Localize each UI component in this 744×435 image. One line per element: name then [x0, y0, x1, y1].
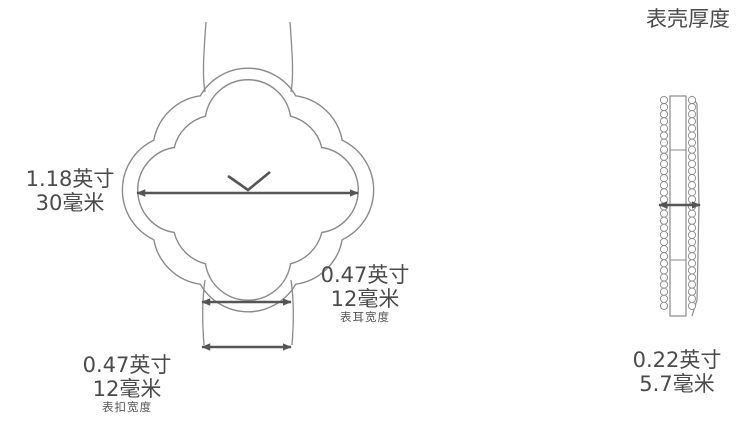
case-width-mm: 30毫米 [35, 190, 105, 215]
side-stone-right [687, 103, 697, 112]
side-stone-right [687, 152, 697, 161]
side-stone-left [659, 252, 669, 261]
side-stone-left [659, 95, 669, 105]
strap-top-right-edge [289, 21, 294, 93]
side-stone-left [659, 188, 669, 197]
side-stone-left [659, 245, 669, 254]
side-stone-right [687, 124, 697, 133]
side-stone-right [687, 188, 697, 197]
side-stone-left [659, 287, 669, 296]
side-stone-right [687, 166, 697, 176]
buckle-width-inches: 0.47英寸 [82, 353, 172, 377]
buckle-width-mm: 12毫米 [92, 376, 162, 401]
side-stone-left [659, 230, 669, 239]
side-stone-right [687, 209, 697, 218]
lug-width-mm: 12毫米 [330, 286, 400, 311]
lug-width-inches: 0.47英寸 [320, 263, 410, 287]
buckle-width-caption: 表扣宽度 [102, 400, 152, 415]
side-stone-left [659, 110, 669, 119]
side-stone-right [687, 280, 697, 289]
case-thickness-inches: 0.22英寸 [632, 348, 722, 372]
side-stone-right [687, 266, 697, 275]
side-stone-right [687, 287, 697, 296]
side-stone-left [659, 280, 669, 289]
case-width-inches: 1.18英寸 [25, 167, 115, 191]
side-stone-left [659, 294, 669, 303]
side-stone-left [659, 145, 669, 154]
strap-bottom-left-edge [201, 279, 206, 346]
side-stone-right [687, 181, 697, 190]
lug-width-caption: 表耳宽度 [340, 310, 390, 325]
side-stone-left [659, 237, 669, 247]
side-stone-left [659, 216, 669, 225]
watch-hands [227, 170, 271, 192]
case-thickness-mm: 5.7毫米 [639, 371, 715, 396]
side-stone-left [659, 209, 669, 218]
case-thickness-label: 0.22英寸 5.7毫米 [622, 348, 732, 396]
side-stone-right [687, 273, 697, 282]
side-stone-right [687, 245, 697, 254]
side-stone-right [687, 259, 697, 268]
side-stone-left [659, 131, 669, 140]
side-stone-right [687, 110, 697, 119]
side-stone-right [687, 95, 697, 105]
side-stone-right [687, 216, 697, 225]
side-stone-left [659, 117, 669, 126]
side-stone-left [659, 138, 669, 147]
side-stone-left [659, 195, 669, 204]
side-stone-left [659, 181, 669, 190]
case-thickness-heading: 表壳厚度 [646, 7, 730, 31]
side-stone-right [687, 237, 697, 247]
side-stone-right [687, 195, 697, 204]
side-stone-right [687, 223, 697, 232]
strap-top-left-edge [202, 21, 207, 93]
side-stone-right [687, 301, 697, 310]
side-stone-right [687, 138, 697, 147]
side-stone-right [687, 230, 697, 239]
side-stone-left [659, 174, 669, 183]
buckle-width-label: 0.47英寸 12毫米 表扣宽度 [72, 353, 182, 415]
side-stone-right [687, 117, 697, 126]
side-stone-right [687, 174, 697, 183]
side-stone-left [659, 152, 669, 161]
case-width-label: 1.18英寸 30毫米 [14, 167, 126, 215]
side-stone-left [659, 103, 669, 112]
side-stone-right [687, 252, 697, 261]
side-stone-left [659, 223, 669, 232]
side-stone-left [659, 259, 669, 268]
strap-bottom-right-edge [290, 279, 295, 346]
side-stone-right [687, 145, 697, 154]
side-stone-right [687, 294, 697, 303]
side-stone-left [659, 273, 669, 282]
side-stone-left [659, 301, 669, 310]
side-stone-right [687, 159, 697, 168]
side-stone-right [687, 131, 697, 140]
side-stone-left [659, 159, 669, 168]
side-stone-left [659, 166, 669, 176]
lug-width-label: 0.47英寸 12毫米 表耳宽度 [310, 263, 420, 325]
side-stone-left [659, 124, 669, 133]
side-stone-left [659, 266, 669, 275]
watch-case-outer [121, 67, 375, 313]
